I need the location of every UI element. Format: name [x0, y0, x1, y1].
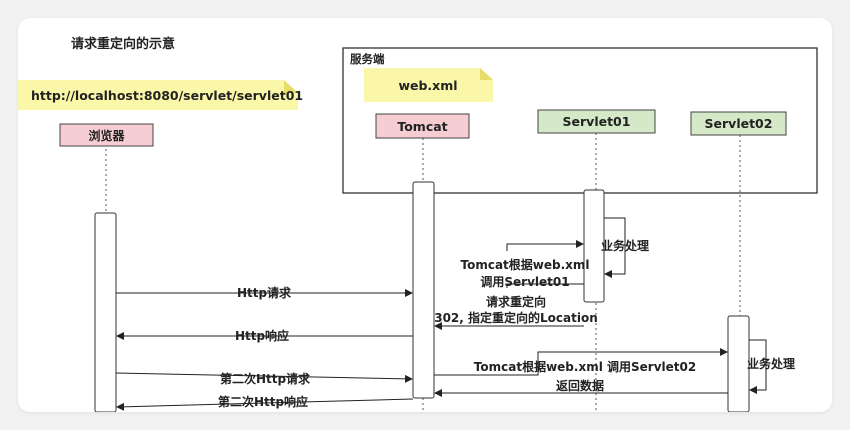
http-request-label: Http请求	[237, 285, 292, 300]
redirect-label-1: 请求重定向	[486, 294, 546, 309]
call-servlet01-label-2: 调用Servlet01	[480, 275, 569, 289]
call-servlet01-label-1: Tomcat根据web.xml	[460, 257, 589, 272]
servlet02-label: Servlet02	[705, 116, 773, 131]
servlet01-label: Servlet01	[563, 114, 631, 129]
call-servlet01-arrow	[506, 240, 584, 251]
participant-servlet01: Servlet01	[537, 109, 656, 134]
browser-box	[59, 123, 154, 147]
tomcat-box	[375, 113, 470, 139]
webxml-note-shape	[364, 68, 493, 102]
self-process-1-arrow	[604, 217, 626, 278]
activations	[94, 181, 750, 412]
self-process-2-label: 业务处理	[747, 356, 795, 371]
self-process-1-label: 业务处理	[601, 238, 649, 253]
diagram-title: 请求重定向的示意	[71, 36, 175, 52]
browser-label: 浏览器	[88, 128, 125, 143]
second-request-label: 第二次Http请求	[220, 371, 311, 386]
tomcat-activation	[412, 181, 435, 399]
webxml-note-fold	[480, 68, 493, 80]
url-note-shape	[18, 80, 298, 110]
url-note: http://localhost:8080/servlet/servlet01	[18, 80, 303, 110]
diagram-frame: 请求重定向的示意 http://localhost:8080/servlet/s…	[18, 18, 832, 412]
participant-browser: 浏览器	[59, 123, 154, 147]
servlet02-box	[690, 111, 787, 136]
browser-activation	[94, 212, 117, 412]
tomcat-label: Tomcat	[397, 119, 447, 134]
url-note-text: http://localhost:8080/servlet/servlet01	[31, 88, 303, 103]
url-note-fold	[284, 80, 298, 93]
call-servlet02-label: Tomcat根据web.xml 调用Servlet02	[474, 359, 696, 374]
participant-tomcat: Tomcat	[375, 113, 470, 139]
http-response-label: Http响应	[235, 328, 289, 343]
second-request-arrow	[115, 372, 413, 383]
self-process-2-arrow	[749, 339, 767, 394]
sequence-diagram: 请求重定向的示意 http://localhost:8080/servlet/s…	[18, 36, 818, 412]
servlet01-return-line	[506, 283, 584, 288]
server-box	[342, 47, 818, 194]
second-response-arrow	[116, 398, 414, 411]
servlet02-activation	[727, 315, 750, 412]
return-data-label: 返回数据	[556, 378, 604, 393]
second-response-label: 第二次Http响应	[218, 394, 308, 409]
webxml-note: web.xml	[364, 68, 493, 102]
participant-servlet02: Servlet02	[690, 111, 787, 136]
redirect-label-2: 302, 指定重定向的Location	[434, 310, 598, 325]
server-label: 服务端	[350, 52, 385, 66]
servlet01-box	[537, 109, 656, 134]
call-servlet02-arrow	[434, 348, 728, 376]
servlet01-activation	[583, 189, 605, 303]
webxml-note-text: web.xml	[398, 78, 457, 93]
